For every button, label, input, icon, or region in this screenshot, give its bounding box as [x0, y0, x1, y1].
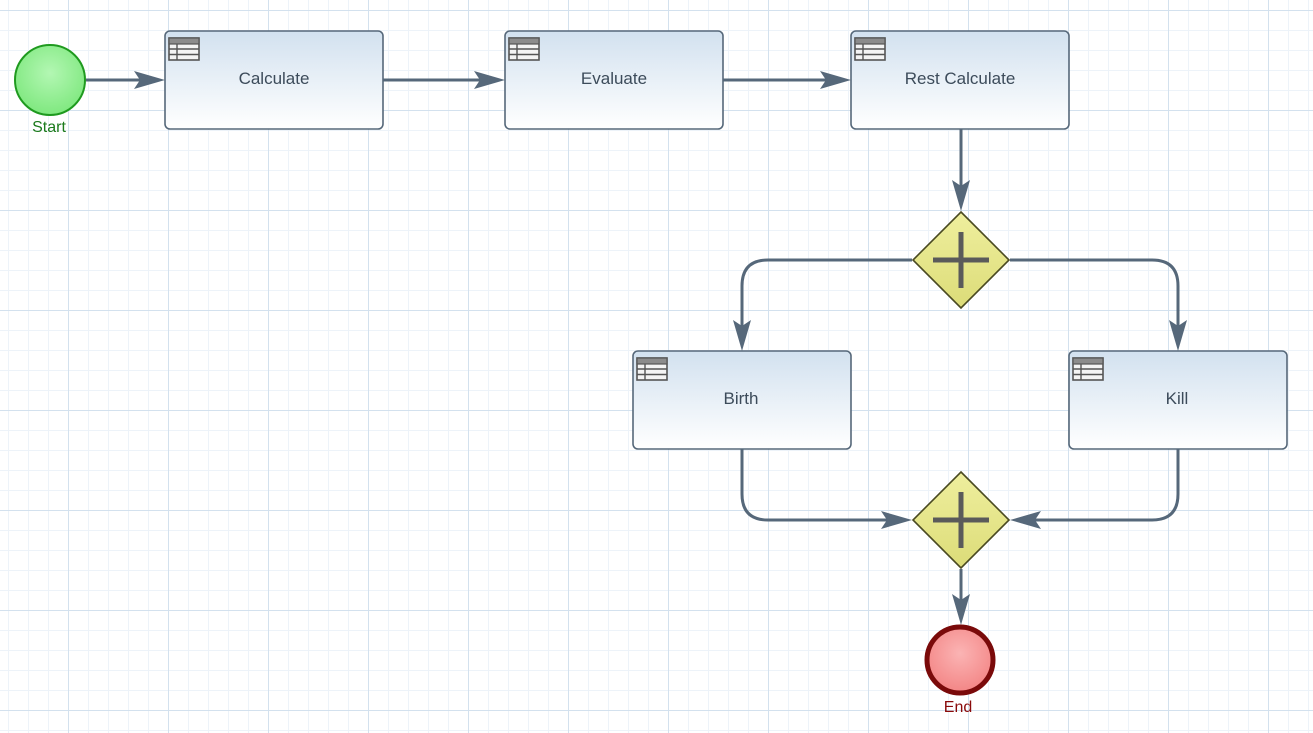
flow-birth-to-join[interactable]	[740, 449, 912, 529]
flow-calculate-to-evaluate[interactable]	[383, 71, 505, 89]
plus-icon	[933, 232, 989, 288]
task-calculate-label: Calculate	[239, 69, 310, 88]
table-icon	[636, 357, 668, 381]
plus-icon	[933, 492, 989, 548]
flow-fork-to-kill[interactable]	[1010, 258, 1187, 351]
flow-kill-to-join[interactable]	[1010, 449, 1180, 529]
flow-rest-calculate-to-fork[interactable]	[952, 129, 970, 211]
parallel-gateway-fork[interactable]	[911, 210, 1011, 310]
table-icon	[1072, 357, 1104, 381]
flow-join-to-end[interactable]	[952, 569, 970, 625]
start-event-label: Start	[32, 119, 66, 136]
task-evaluate[interactable]: Evaluate	[504, 30, 724, 130]
end-event-label: End	[944, 699, 972, 716]
flow-fork-to-birth[interactable]	[733, 258, 912, 351]
start-event[interactable]	[14, 44, 86, 116]
table-icon	[508, 37, 540, 61]
table-icon	[854, 37, 886, 61]
table-icon	[168, 37, 200, 61]
task-calculate[interactable]: Calculate	[164, 30, 384, 130]
task-birth-label: Birth	[724, 389, 759, 408]
task-rest-calculate-label: Rest Calculate	[905, 69, 1016, 88]
task-rest-calculate[interactable]: Rest Calculate	[850, 30, 1070, 130]
task-birth[interactable]: Birth	[632, 350, 852, 450]
parallel-gateway-join[interactable]	[911, 470, 1011, 570]
flow-evaluate-to-rest-calculate[interactable]	[723, 71, 851, 89]
end-event[interactable]	[924, 624, 996, 696]
task-kill[interactable]: Kill	[1068, 350, 1288, 450]
task-evaluate-label: Evaluate	[581, 69, 647, 88]
flow-start-to-calculate[interactable]	[86, 71, 165, 89]
task-kill-label: Kill	[1166, 389, 1189, 408]
